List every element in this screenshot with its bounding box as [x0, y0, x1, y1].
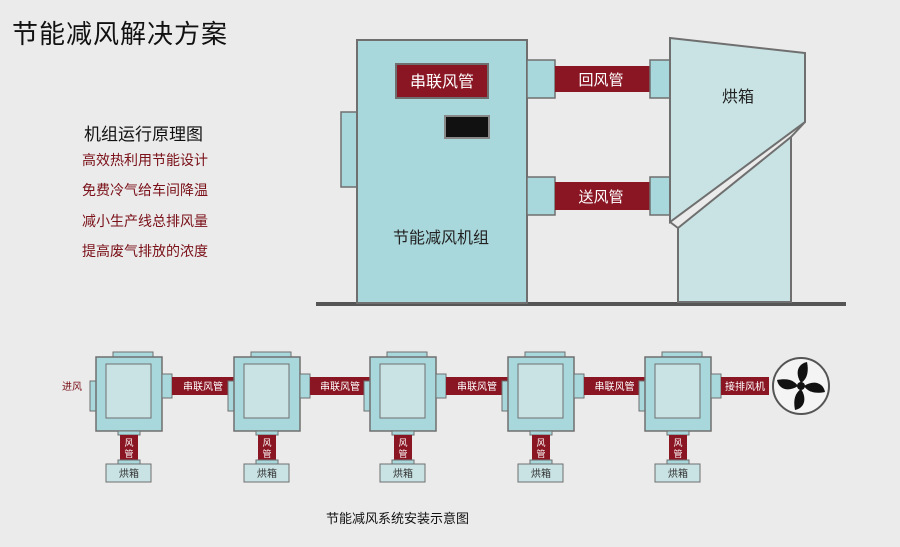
oven-box — [379, 463, 426, 483]
duct — [669, 435, 687, 460]
oven-label: 烘箱 — [257, 467, 277, 480]
return-duct — [555, 66, 650, 92]
supply-duct — [555, 182, 650, 210]
oven-label: 烘箱 — [722, 87, 754, 106]
oven-label: 烘箱 — [668, 467, 688, 480]
return-duct-flange-right — [649, 59, 671, 99]
duct-flange-bottom — [391, 459, 415, 465]
duct-label: 风 — [124, 438, 133, 449]
oven-box — [654, 463, 701, 483]
oven-box — [517, 463, 564, 483]
duct-flange-top — [255, 430, 279, 436]
duct-flange-top — [117, 430, 141, 436]
supply-duct-flange-left — [526, 176, 556, 216]
duct-label: 管 — [262, 448, 271, 460]
supply-duct-flange-right — [649, 176, 671, 216]
duct-label: 风 — [398, 438, 407, 449]
duct-label: 风 — [536, 438, 545, 449]
oven-label: 烘箱 — [119, 467, 139, 480]
inlet-label: 进风 — [62, 381, 82, 393]
duct-flange-bottom — [117, 459, 141, 465]
display-panel-icon — [444, 115, 490, 139]
pipe-flange — [573, 373, 585, 399]
return-duct-label: 回风管 — [578, 71, 623, 89]
unit-window — [243, 363, 290, 419]
return-duct-flange-left — [526, 59, 556, 99]
unit-label: 节能减风机组 — [393, 228, 489, 247]
pipe-flange — [435, 373, 447, 399]
duct-label: 风 — [262, 438, 271, 449]
diagram-caption: 节能减风系统安装示意图 — [326, 512, 470, 527]
unit-window — [379, 363, 426, 419]
duct-flange-top — [391, 430, 415, 436]
oven-label: 烘箱 — [531, 467, 551, 480]
pipe-flange — [299, 373, 311, 399]
benefit-item: 高效热利用节能设计 — [82, 153, 208, 169]
duct — [258, 435, 276, 460]
oven-lower — [677, 134, 792, 303]
duct — [394, 435, 412, 460]
fan-icon — [772, 357, 830, 415]
unit-window — [105, 363, 152, 419]
duct-flange-bottom — [666, 459, 690, 465]
page-title: 节能减风解决方案 — [12, 20, 229, 50]
duct-flange-top — [529, 430, 553, 436]
oven-box — [105, 463, 152, 483]
series-pipe — [721, 377, 769, 395]
ground-line — [316, 302, 846, 306]
pipe-flange — [710, 373, 722, 399]
duct — [120, 435, 138, 460]
series-pipe-label: 串联风管 — [457, 380, 497, 393]
duct-label: 风 — [673, 438, 682, 449]
duct — [532, 435, 550, 460]
supply-duct-label: 送风管 — [578, 188, 623, 206]
series-pipe — [310, 377, 370, 395]
duct-flange-bottom — [255, 459, 279, 465]
series-pipe-label: 串联风管 — [183, 380, 223, 393]
principle-heading: 机组运行原理图 — [84, 125, 203, 145]
unit-side-panel — [340, 111, 359, 188]
pipe-flange — [161, 373, 173, 399]
duct-label: 管 — [398, 448, 407, 460]
duct-label: 管 — [673, 448, 682, 460]
series-pipe-box — [395, 63, 489, 99]
duct-flange-top — [666, 430, 690, 436]
duct-label: 管 — [124, 448, 133, 460]
benefit-item: 减小生产线总排风量 — [82, 214, 208, 230]
series-pipe-label: 串联风管 — [410, 72, 474, 91]
exhaust-fan-label: 接排风机 — [725, 380, 765, 393]
duct-flange-bottom — [529, 459, 553, 465]
oven-label: 烘箱 — [393, 467, 413, 480]
unit-window — [654, 363, 701, 419]
series-pipe — [584, 377, 645, 395]
series-pipe — [172, 377, 234, 395]
duct-label: 管 — [536, 448, 545, 460]
series-pipe-label: 串联风管 — [320, 380, 360, 393]
benefit-item: 提高废气排放的浓度 — [82, 244, 208, 260]
benefit-item: 免费冷气给车间降温 — [82, 183, 208, 199]
oven-box — [243, 463, 290, 483]
series-pipe-label: 串联风管 — [595, 380, 635, 393]
unit-window — [517, 363, 564, 419]
series-pipe — [446, 377, 508, 395]
